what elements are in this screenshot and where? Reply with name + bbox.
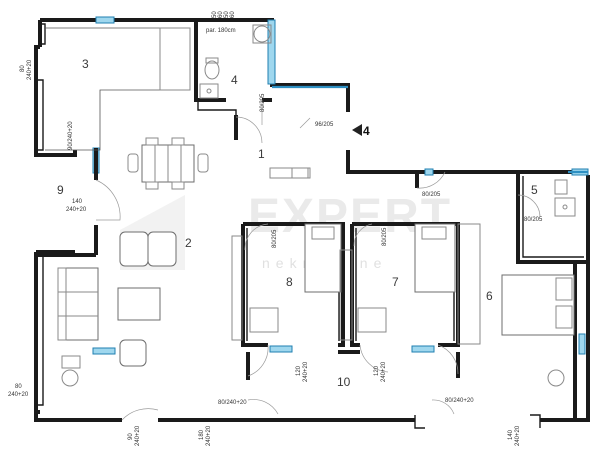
sink-room5-icon	[554, 197, 576, 217]
dim-80-205-corr: 80/205	[422, 192, 441, 198]
bed-room8	[304, 223, 342, 293]
dim-bottom-90: 90	[128, 433, 134, 440]
dim-top-50a: 50	[212, 11, 218, 18]
dim-80-240-b: 80/240+20	[445, 398, 474, 404]
dim-140a: 140	[72, 199, 83, 205]
coffee-table	[117, 287, 161, 321]
toilet-icon	[204, 60, 220, 80]
washer-icon	[253, 25, 271, 43]
doors	[95, 100, 541, 421]
room-label-1: 1	[258, 147, 265, 161]
dim-left-240-top: 240+20	[27, 59, 33, 80]
furniture	[57, 137, 575, 387]
dim-120-a2: 240+20	[303, 361, 309, 382]
window-room8	[269, 345, 293, 353]
dim-bottom-90b: 240+20	[135, 425, 141, 446]
room-label-5: 5	[531, 183, 538, 197]
window-room2-bottom	[92, 347, 116, 355]
entrance-marker: 4	[346, 124, 370, 160]
dim-80-205-r8: 80/205	[272, 229, 278, 248]
dim-80-205-r7: 80/205	[382, 227, 388, 246]
bed-room6	[501, 274, 575, 336]
dim-bottom-180: 180	[199, 429, 205, 440]
bed-room7	[414, 223, 456, 293]
armchair	[119, 231, 149, 267]
dim-140b: 240+20	[66, 207, 87, 213]
dim-left-240-bottom: 240+20	[8, 392, 29, 398]
dim-80-205-r5: 80/205	[524, 217, 543, 223]
dim-top-60a: 60	[218, 11, 224, 18]
dim-left-80-bottom: 80	[15, 384, 22, 390]
room-label-6: 6	[486, 289, 493, 303]
sofa	[57, 267, 99, 341]
window-top-right	[267, 19, 276, 85]
room-label-4: 4	[231, 73, 238, 87]
kitchen-counter	[45, 27, 191, 151]
toilet-room5-icon	[554, 179, 568, 195]
dim-top-50b: 50	[224, 11, 230, 18]
dim-120-b2: 240+20	[381, 361, 387, 382]
entrance-label: 4	[363, 124, 370, 138]
room-label-10: 10	[337, 375, 351, 389]
bathroom-fixtures	[199, 24, 576, 217]
room-label-9: 9	[57, 183, 64, 197]
desk-chair	[249, 307, 279, 333]
dim-top-60b: 60	[230, 11, 236, 18]
armchair	[147, 231, 177, 267]
dim-bottom-140: 140	[508, 429, 514, 440]
room-label-3: 3	[82, 57, 89, 71]
dim-left-80-top: 80	[20, 65, 26, 72]
dimension-labels: par. 180cm 50 60 50 60 80 240+20 80 240+…	[8, 11, 543, 446]
window-corridor	[424, 168, 434, 176]
dim-120-a1: 120	[296, 365, 302, 376]
dim-80-240-a: 80/240+20	[218, 400, 247, 406]
dim-bottom-180b: 240+20	[206, 425, 212, 446]
window-top-left	[95, 16, 115, 24]
dim-par: par. 180cm	[206, 28, 236, 34]
dim-120-b1: 120	[374, 365, 380, 376]
dim-96-205: 96/205	[315, 122, 334, 128]
dim-door-90-240: 90/240+20	[68, 121, 74, 150]
dim-bottom-140b: 240+20	[515, 425, 521, 446]
window-room6	[578, 333, 586, 355]
room-label-2: 2	[185, 236, 192, 250]
room-label-8: 8	[286, 275, 293, 289]
room-labels: 1 2 3 4 5 6 7 8 9 10	[57, 57, 538, 389]
window-room7	[411, 345, 435, 353]
dim-wc-door: 80/205	[260, 93, 266, 112]
sink-icon	[199, 83, 219, 99]
room-label-7: 7	[392, 275, 399, 289]
